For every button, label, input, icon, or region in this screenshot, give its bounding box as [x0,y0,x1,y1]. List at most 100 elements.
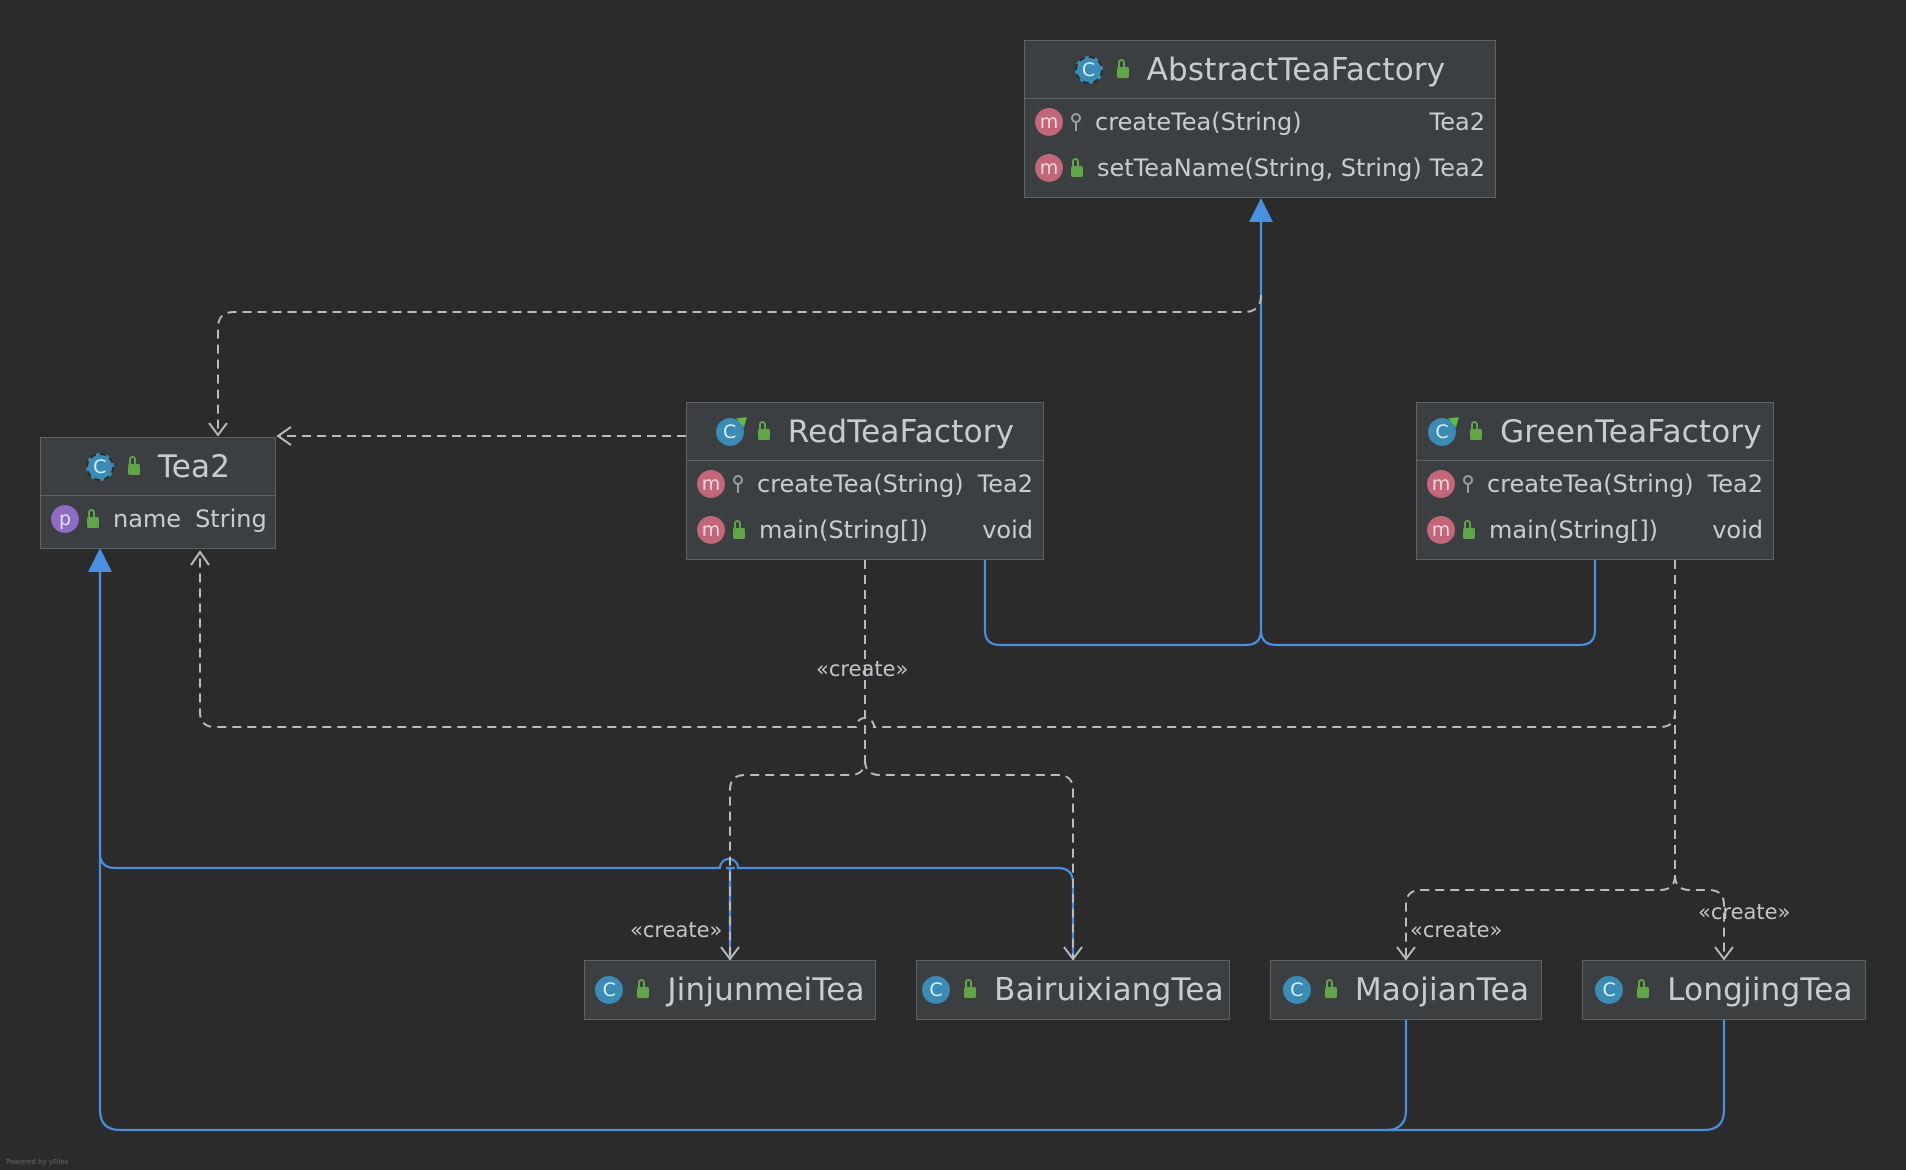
method-type: void [1712,516,1763,544]
abstract-class-icon: C [1074,55,1103,84]
inherit-arrow-abstract [1249,198,1273,222]
public-icon [1116,59,1129,78]
red-tea-factory-node[interactable]: C RedTeaFactory m createTea(String) Tea2… [686,402,1044,560]
method-row[interactable]: m createTea(String) Tea2 [1025,99,1495,145]
edge-red-create [729,560,866,958]
footer-credit: Powered by yFiles [6,1158,69,1166]
dependency-arrowheads [190,422,1734,961]
tea2-header: C Tea2 [41,438,275,496]
public-icon [733,519,745,539]
method-icon: m [697,470,725,498]
class-name: RedTeaFactory [787,413,1015,450]
maojian-tea-header: C MaojianTea [1271,961,1541,1018]
class-name: AbstractTeaFactory [1146,51,1446,88]
class-icon: C [595,975,624,1004]
class-name: Tea2 [157,448,231,485]
dep-arrow-longjing [1714,946,1734,961]
class-icon: C [922,975,951,1004]
method-icon: m [1427,470,1455,498]
inheritance-edges [98,222,1726,1132]
abstract-class-icon: C [85,452,114,481]
method-icon: m [697,516,725,544]
method-type: Tea2 [1429,108,1485,136]
edge-jinjunmei-to-tea2 [98,570,1075,960]
field-row[interactable]: p name String [41,496,275,542]
tea2-node[interactable]: C Tea2 p name String [40,437,276,549]
dep-arrow-bairuixiang [1063,946,1083,961]
class-icon: C [1282,975,1311,1004]
method-name: createTea(String) [1487,470,1694,498]
public-icon [1463,519,1475,539]
public-icon [637,979,650,998]
abstract-tea-factory-header: C AbstractTeaFactory [1025,41,1495,99]
class-name: BairuixiangTea [994,971,1224,1008]
protected-icon [1463,475,1473,493]
dep-arrow-jinjunmei [720,946,740,961]
runnable-class-icon: C [1428,417,1457,446]
public-icon [1071,157,1083,177]
class-icon: C [1595,975,1624,1004]
edge-maojian-to-tea2 [98,570,1408,1132]
edge-green-to-abstract [1259,560,1597,647]
bairuixiang-tea-node[interactable]: C BairuixiangTea [916,960,1230,1020]
method-type: Tea2 [977,470,1033,498]
method-type: Tea2 [1429,154,1485,182]
method-row[interactable]: m setTeaName(String, String) Tea2 [1025,145,1495,191]
method-name: setTeaName(String, String) [1097,154,1422,182]
runnable-class-icon: C [715,417,744,446]
method-name: main(String[]) [759,516,929,544]
method-row[interactable]: m main(String[]) void [1417,507,1773,553]
jinjunmei-tea-header: C JinjunmeiTea [585,961,875,1018]
longjing-tea-header: C LongjingTea [1583,961,1865,1018]
method-icon: m [1035,154,1063,182]
bairuixiang-tea-header: C BairuixiangTea [917,961,1229,1018]
red-tea-factory-header: C RedTeaFactory [687,403,1043,461]
dep-arrow-maojian [1396,946,1416,961]
method-name: createTea(String) [1095,108,1302,136]
edge-red-create-b [864,759,1074,958]
public-icon [964,979,977,998]
method-row[interactable]: m createTea(String) Tea2 [1417,461,1773,507]
public-icon [87,508,99,528]
field-name: name [113,505,182,533]
class-name: LongjingTea [1667,971,1853,1008]
public-icon [757,421,770,440]
method-type: void [982,516,1033,544]
create-label-jinjunmei: «create» [630,918,723,942]
method-type: Tea2 [1707,470,1763,498]
dep-arrow-tea2-right [276,426,292,446]
dep-arrow-tea2-top [208,422,228,437]
abstract-tea-factory-node[interactable]: C AbstractTeaFactory m createTea(String)… [1024,40,1496,198]
field-type: String [195,505,267,533]
edge-red-to-abstract [983,222,1263,647]
edge-green-create [1405,560,1676,958]
class-name: GreenTeaFactory [1500,413,1762,450]
longjing-tea-node[interactable]: C LongjingTea [1582,960,1866,1020]
maojian-tea-node[interactable]: C MaojianTea [1270,960,1542,1020]
class-name: MaojianTea [1354,971,1530,1008]
method-name: createTea(String) [757,470,964,498]
public-icon [1470,421,1483,440]
jinjunmei-tea-node[interactable]: C JinjunmeiTea [584,960,876,1020]
create-label-longjing: «create» [1698,900,1791,924]
public-icon [127,456,140,475]
public-icon [1637,979,1650,998]
create-label-red: «create» [816,657,909,681]
green-tea-factory-header: C GreenTeaFactory [1417,403,1773,461]
protected-icon [1071,113,1081,131]
edge-green-create-b [1674,874,1725,958]
method-row[interactable]: m createTea(String) Tea2 [687,461,1043,507]
create-label-maojian: «create» [1410,918,1503,942]
green-tea-factory-node[interactable]: C GreenTeaFactory m createTea(String) Te… [1416,402,1774,560]
edge-longjing-to-tea2 [1386,1020,1726,1132]
edge-abstract-to-tea2 [217,294,1262,434]
method-name: main(String[]) [1489,516,1659,544]
property-icon: p [51,505,79,533]
method-icon: m [1035,108,1063,136]
class-name: JinjunmeiTea [667,971,865,1008]
edge-factories-to-tea2 [199,554,1676,728]
method-icon: m [1427,516,1455,544]
method-row[interactable]: m main(String[]) void [687,507,1043,553]
public-icon [1324,979,1337,998]
